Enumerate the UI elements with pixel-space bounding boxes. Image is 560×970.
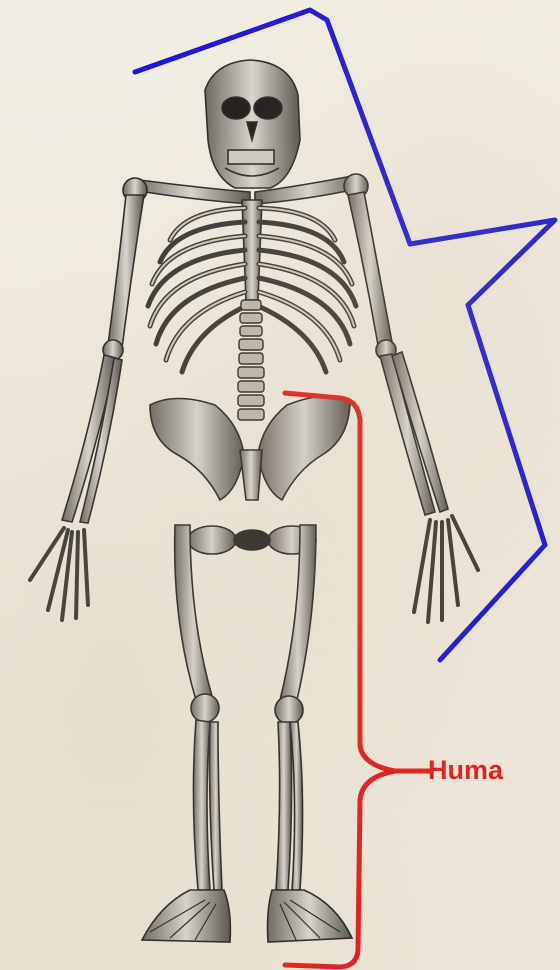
upper-body-bracket-line — [135, 10, 555, 660]
lower-body-bracket — [285, 393, 430, 967]
bracket-label: Huma — [428, 755, 503, 786]
